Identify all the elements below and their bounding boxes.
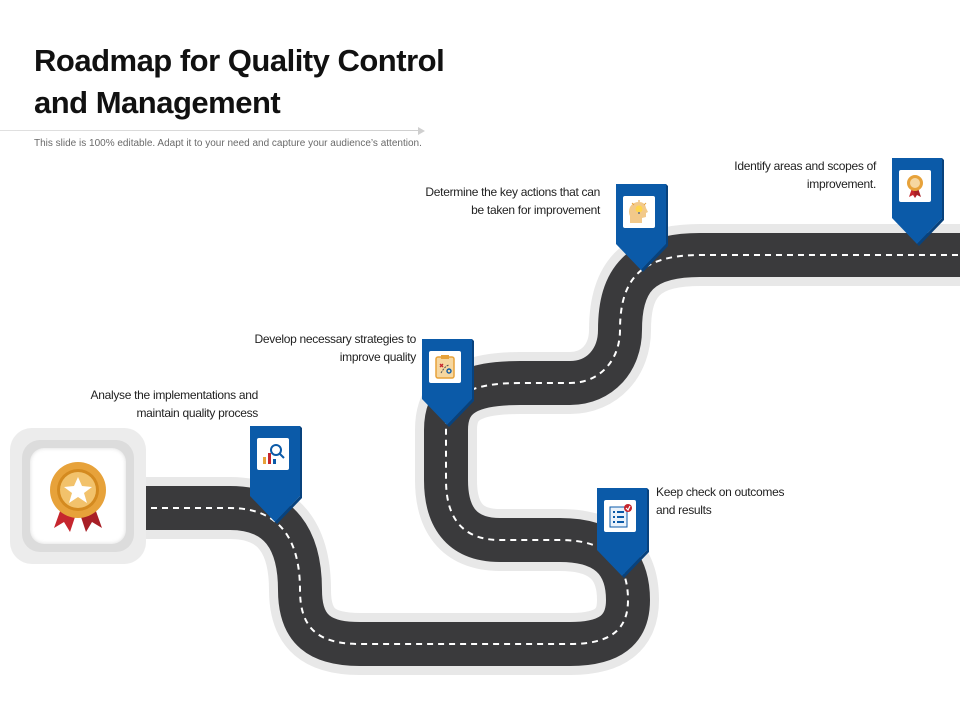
milestone-label-1: Analyse the implementations and maintain… xyxy=(90,388,259,420)
analytics-magnifier-icon xyxy=(263,444,285,464)
milestone-pin-3 xyxy=(614,184,668,274)
divider-arrow-icon xyxy=(418,127,425,135)
award-medal-icon xyxy=(907,175,923,198)
milestone-pin-2 xyxy=(420,339,474,429)
milestone-pin-1 xyxy=(248,426,302,524)
idea-head-icon xyxy=(629,200,648,223)
strategy-clipboard-icon xyxy=(435,355,455,379)
medal-star-icon xyxy=(50,462,106,532)
checklist-icon xyxy=(609,504,632,528)
milestone-label-2: Develop necessary strategies to improve … xyxy=(254,332,417,364)
milestone-label-5: Keep check on outcomes and results xyxy=(656,485,785,517)
start-badge xyxy=(10,428,146,564)
milestone-label-4: Identify areas and scopes of improvement… xyxy=(734,159,876,191)
title-divider xyxy=(0,130,420,131)
page-subtitle: This slide is 100% editable. Adapt it to… xyxy=(34,138,422,149)
page-title: Roadmap for Quality Control and Manageme… xyxy=(34,43,445,120)
milestone-pin-5 xyxy=(595,488,649,578)
milestone-pin-4 xyxy=(890,158,944,248)
milestone-label-3: Determine the key actions that can be ta… xyxy=(425,185,600,217)
